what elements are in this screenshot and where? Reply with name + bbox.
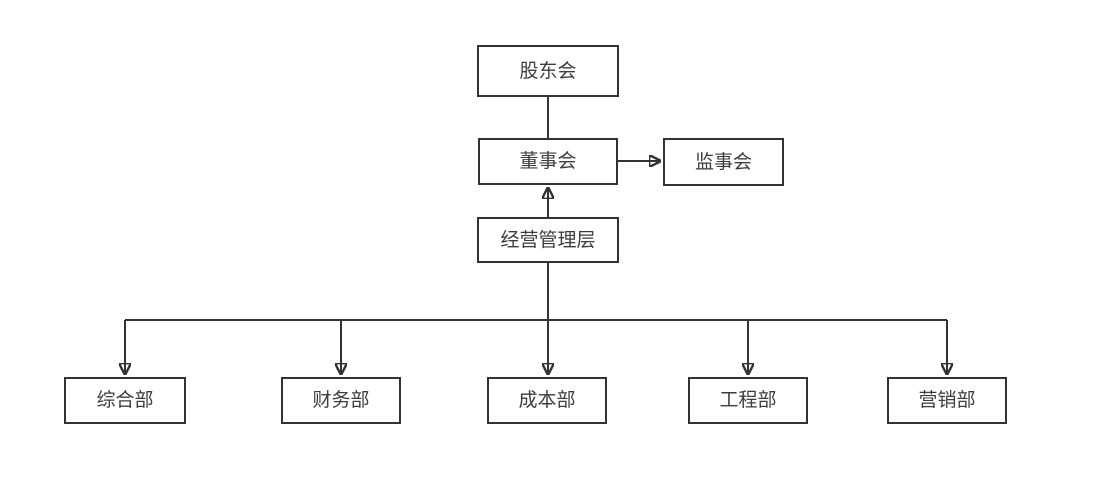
node-dept-engineering: 工程部 — [688, 377, 808, 424]
node-dept-finance: 财务部 — [281, 377, 401, 424]
node-supervisors-label: 监事会 — [694, 151, 752, 173]
node-dept-general: 综合部 — [64, 377, 186, 424]
node-board: 董事会 — [478, 138, 618, 185]
node-supervisors: 监事会 — [663, 138, 784, 186]
node-dept-cost-label: 成本部 — [518, 390, 576, 411]
node-shareholders-label: 股东会 — [519, 60, 577, 82]
node-shareholders: 股东会 — [477, 45, 619, 97]
node-dept-cost: 成本部 — [487, 377, 607, 424]
node-dept-finance-label: 财务部 — [312, 390, 370, 411]
node-dept-marketing-label: 营销部 — [918, 390, 976, 411]
node-dept-marketing: 营销部 — [887, 377, 1007, 424]
node-management-label: 经营管理层 — [500, 229, 596, 251]
node-dept-engineering-label: 工程部 — [719, 390, 777, 411]
node-dept-general-label: 综合部 — [96, 390, 154, 411]
node-management: 经营管理层 — [477, 217, 619, 263]
node-board-label: 董事会 — [519, 151, 577, 172]
